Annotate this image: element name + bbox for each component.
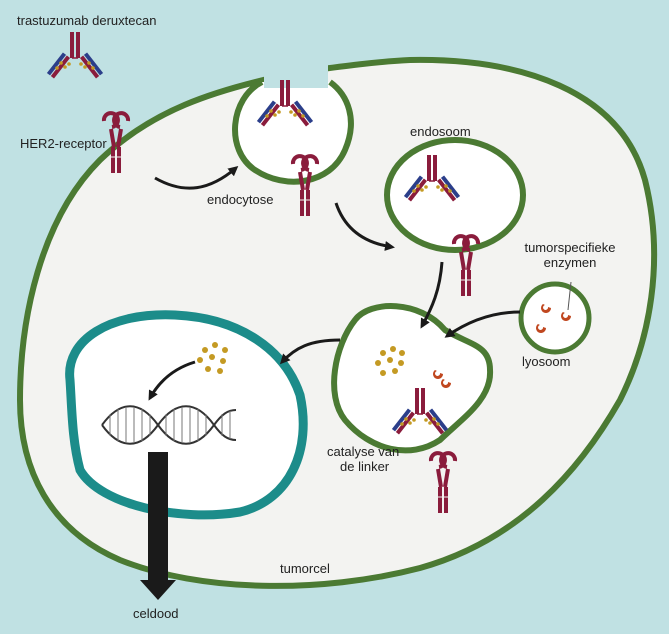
arrow: [154, 166, 239, 190]
arrow: [420, 261, 444, 329]
lysosome-label: lyosoom: [522, 354, 571, 369]
arrow: [444, 310, 521, 338]
antibody-icon: [46, 31, 104, 80]
catalysis-label-line1: catalyse van: [327, 444, 400, 459]
catalysis-label-line2: de linker: [340, 459, 390, 474]
enzymes-label-line2: enzymen: [543, 255, 597, 270]
payload-dots: [375, 346, 405, 376]
dna-helix-icon: [101, 405, 237, 445]
cell-death-label: celdood: [133, 606, 179, 621]
drug-label: trastuzumab deruxtecan: [17, 13, 157, 28]
payload-dots: [197, 342, 228, 374]
process-arrows: [148, 166, 572, 401]
enzymes-label-line1: tumorspecifieke: [524, 240, 616, 255]
tumor-cell-label: tumorcel: [280, 561, 330, 576]
receptor-label: HER2-receptor: [20, 136, 107, 151]
endosome-label: endosoom: [410, 124, 471, 139]
endocytosis-label: endocytose: [207, 192, 274, 207]
lysosome: [518, 281, 592, 355]
cell-death-arrow: [140, 452, 176, 600]
endocytosis-vesicle: [232, 79, 354, 185]
arrow: [334, 202, 395, 251]
arrow: [148, 360, 196, 401]
nucleus: [65, 310, 308, 520]
catalysis-vesicle: [331, 303, 494, 454]
arrow: [279, 338, 341, 365]
